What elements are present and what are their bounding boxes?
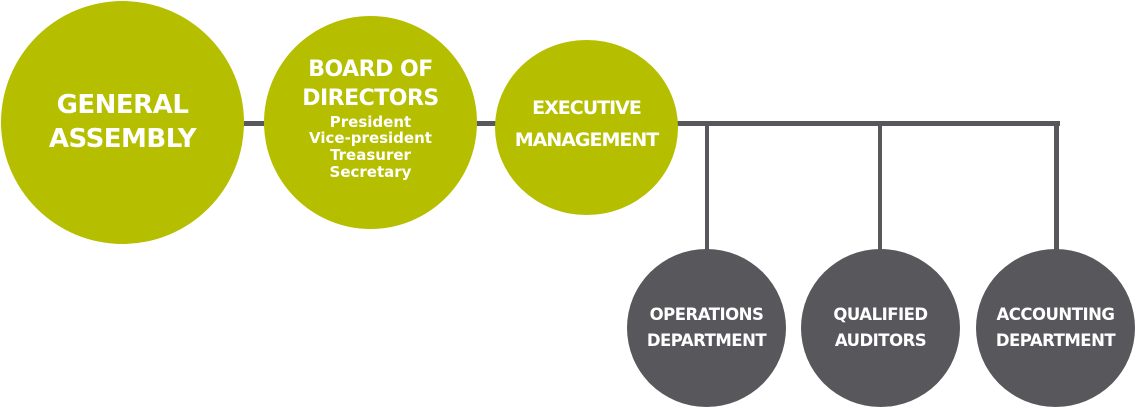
- member-treasurer: Treasurer: [330, 146, 411, 165]
- node-title: OPERATIONS DEPARTMENT: [646, 302, 767, 355]
- title-line: OPERATIONS: [649, 304, 764, 324]
- title-line: DEPARTMENT: [646, 331, 767, 350]
- node-executive-management: EXECUTIVE MANAGEMENT: [495, 40, 678, 215]
- title-line: MANAGEMENT: [514, 128, 660, 151]
- node-title: QUALIFIED AUDITORS: [833, 302, 928, 355]
- node-board-of-directors: BOARD OF DIRECTORS President Vice-presid…: [264, 16, 477, 229]
- node-general-assembly: GENERAL ASSEMBLY: [1, 1, 244, 244]
- title-line: BOARD OF: [308, 57, 433, 83]
- connector-operations: [705, 121, 709, 251]
- title-line: GENERAL: [56, 90, 189, 121]
- node-title: GENERAL ASSEMBLY: [48, 89, 197, 156]
- title-line: DIRECTORS: [302, 85, 439, 111]
- node-accounting-department: ACCOUNTING DEPARTMENT: [976, 249, 1135, 407]
- title-line: DEPARTMENT: [995, 331, 1116, 350]
- title-line: QUALIFIED: [833, 304, 928, 324]
- node-qualified-auditors: QUALIFIED AUDITORS: [801, 249, 960, 407]
- member-secretary: Secretary: [329, 162, 412, 181]
- node-title: BOARD OF DIRECTORS: [302, 56, 439, 113]
- title-line: ACCOUNTING: [996, 304, 1115, 324]
- node-title: EXECUTIVE MANAGEMENT: [514, 93, 660, 156]
- connector-accounting: [1054, 121, 1059, 251]
- title-line: EXECUTIVE: [532, 97, 642, 120]
- member-president: President: [329, 112, 412, 131]
- title-line: ASSEMBLY: [48, 123, 197, 154]
- member-vice-president: Vice-president: [309, 129, 432, 148]
- node-title: ACCOUNTING DEPARTMENT: [995, 302, 1116, 355]
- connector-auditors: [878, 121, 882, 251]
- title-line: AUDITORS: [834, 331, 927, 350]
- board-members-list: President Vice-president Treasurer Secre…: [309, 112, 432, 181]
- node-operations-department: OPERATIONS DEPARTMENT: [627, 249, 786, 407]
